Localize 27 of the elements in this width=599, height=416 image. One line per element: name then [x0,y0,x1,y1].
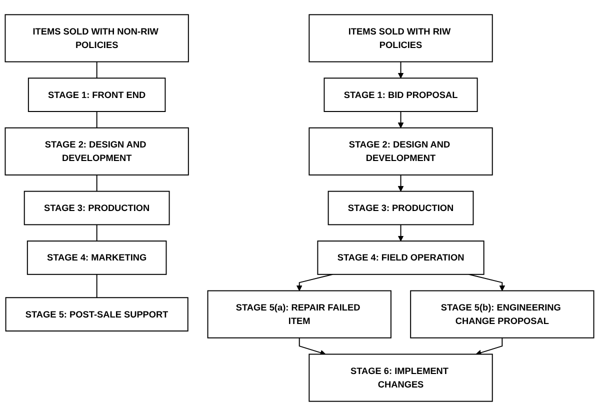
arrow [398,61,404,78]
node-box: STAGE 4: FIELD OPERATION [317,240,484,275]
node-box: STAGE 6: IMPLEMENT CHANGES [308,354,493,402]
node-box: STAGE 1: BID PROPOSAL [324,78,478,112]
connector [96,111,98,128]
connector [96,224,98,242]
connector [96,174,98,192]
node-box: ITEMS SOLD WITH NON-RIW POLICIES [4,14,189,62]
connector [96,274,98,298]
node-box: STAGE 4: MARKETING [26,240,167,275]
arrow [296,274,334,292]
arrow [398,111,404,128]
arrow [398,174,404,192]
connector [96,61,98,79]
node-box: STAGE 2: DESIGN AND DEVELOPMENT [4,127,189,176]
node-box: STAGE 5: POST-SALE SUPPORT [5,297,188,332]
node-box: STAGE 5(b): ENGINEERING CHANGE PROPOSAL [410,290,594,338]
arrow [398,224,404,242]
node-box: STAGE 2: DESIGN AND DEVELOPMENT [308,127,493,176]
node-box: ITEMS SOLD WITH RIW POLICIES [308,14,493,62]
arrow [298,337,326,356]
node-box: STAGE 1: FRONT END [28,78,166,112]
node-box: STAGE 3: PRODUCTION [24,190,170,226]
arrow [476,337,503,356]
arrow [468,274,506,292]
node-box: STAGE 3: PRODUCTION [328,190,474,226]
node-box: STAGE 5(a): REPAIR FAILED ITEM [207,290,392,338]
